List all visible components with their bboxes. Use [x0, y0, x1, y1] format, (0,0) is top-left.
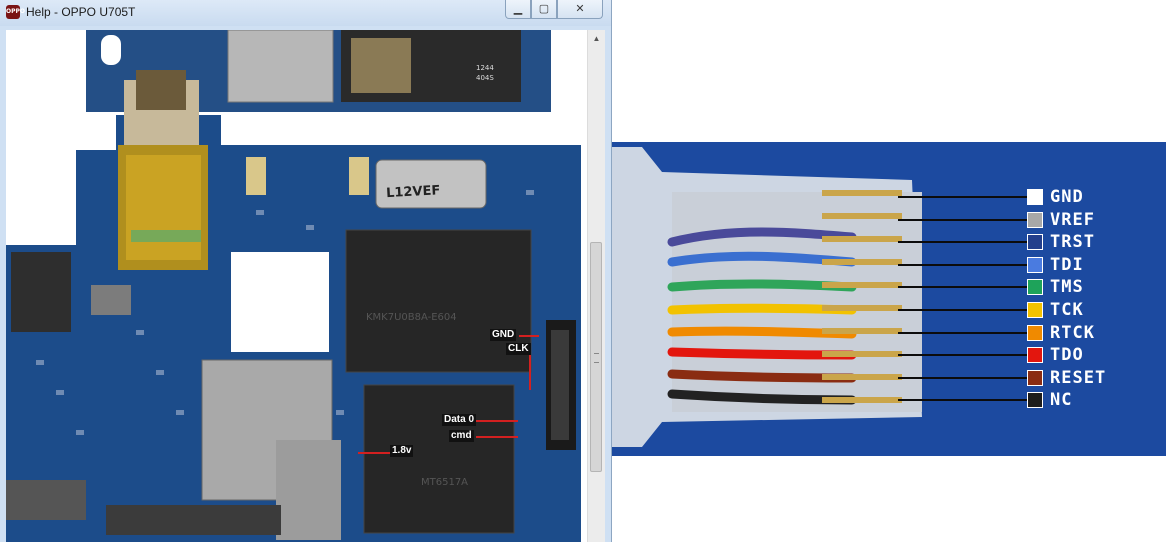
pin-color-swatch [1027, 256, 1043, 273]
app-icon: OPPO [6, 5, 25, 19]
pin-label: TRST [1050, 232, 1095, 253]
jtag-pin-row: TDI [612, 254, 1166, 275]
gnd-lead [519, 335, 539, 337]
pin-label: TDI [1050, 254, 1084, 275]
help-content: 1244 404S L12VEF KMK7U0B8A-E604 [6, 30, 605, 542]
minimize-button[interactable]: ▁ [505, 0, 531, 19]
data0-lead [476, 420, 518, 422]
pin-label: VREF [1050, 209, 1095, 230]
pin-lead-line [898, 241, 1028, 244]
pin-color-swatch [1027, 392, 1043, 409]
jtag-pin-row: TDO [612, 345, 1166, 366]
rj45-connector-image [612, 147, 922, 447]
pin-color-swatch [1027, 347, 1043, 364]
pin-color-swatch [1027, 279, 1043, 296]
pin-lead-line [898, 286, 1028, 289]
pin-lead-line [898, 376, 1028, 379]
pin-lead-line [898, 331, 1028, 334]
v18-label: 1.8v [390, 445, 414, 457]
jtag-pin-row: TCK [612, 300, 1166, 320]
pin-color-swatch [1027, 234, 1043, 251]
close-button[interactable]: ✕ [557, 0, 603, 19]
svg-text:1244: 1244 [476, 64, 494, 72]
pin-label: TMS [1050, 277, 1084, 298]
scroll-thumb[interactable] [590, 242, 602, 472]
pin-color-swatch [1027, 302, 1043, 318]
pin-label: RTCK [1050, 322, 1095, 343]
pin-color-swatch [1027, 211, 1043, 228]
title-bar[interactable]: OPPO Help - OPPO U705T ▁ ▢ ✕ [0, 0, 611, 26]
pin-label: TCK [1050, 300, 1084, 320]
pin-lead-line [898, 196, 1028, 198]
jtag-pin-row: RESET [612, 367, 1166, 388]
pin-label: RESET [1050, 367, 1107, 388]
help-window: OPPO Help - OPPO U705T ▁ ▢ ✕ 1244 404S [0, 0, 612, 542]
data0-label: Data 0 [442, 414, 477, 426]
v18-lead [358, 452, 391, 454]
pin-label: TDO [1050, 345, 1084, 366]
memory-marking: KMK7U0B8A-E604 [366, 312, 457, 323]
jtag-pin-row: NC [612, 390, 1166, 411]
clk-lead [529, 350, 531, 390]
pin-lead-line [898, 399, 1028, 402]
gnd-label: GND [490, 329, 517, 341]
svg-text:404S: 404S [476, 74, 494, 82]
jtag-pin-row: GND [612, 187, 1166, 207]
pin-color-swatch [1027, 189, 1043, 205]
window-title: Help - OPPO U705T [26, 5, 136, 19]
scroll-up-icon[interactable]: ▲ [592, 34, 601, 43]
cpu-marking: MT6517A [421, 477, 468, 488]
pcb-image: 1244 404S L12VEF KMK7U0B8A-E604 [6, 30, 588, 542]
pin-color-swatch [1027, 324, 1043, 341]
jtag-pin-row: RTCK [612, 322, 1166, 343]
grip-icon [594, 353, 599, 363]
jtag-pin-row: TMS [612, 277, 1166, 298]
pin-lead-line [898, 309, 1028, 311]
clk-label: CLK [506, 343, 531, 355]
pin-lead-line [898, 263, 1028, 266]
pin-color-swatch [1027, 369, 1043, 386]
jtag-pin-row: VREF [612, 209, 1166, 230]
pin-lead-line [898, 218, 1028, 221]
vibrator-marking: L12VEF [386, 183, 441, 201]
maximize-button[interactable]: ▢ [531, 0, 557, 19]
pin-label: NC [1050, 390, 1073, 411]
pin-label: GND [1050, 187, 1084, 207]
pcb-drawing: 1244 404S L12VEF KMK7U0B8A-E604 [6, 30, 588, 542]
pin-lead-line [898, 354, 1028, 357]
cmd-label: cmd [449, 430, 474, 442]
jtag-pin-row: TRST [612, 232, 1166, 253]
cmd-lead [476, 436, 518, 438]
vertical-scrollbar[interactable]: ▲ [587, 30, 605, 542]
